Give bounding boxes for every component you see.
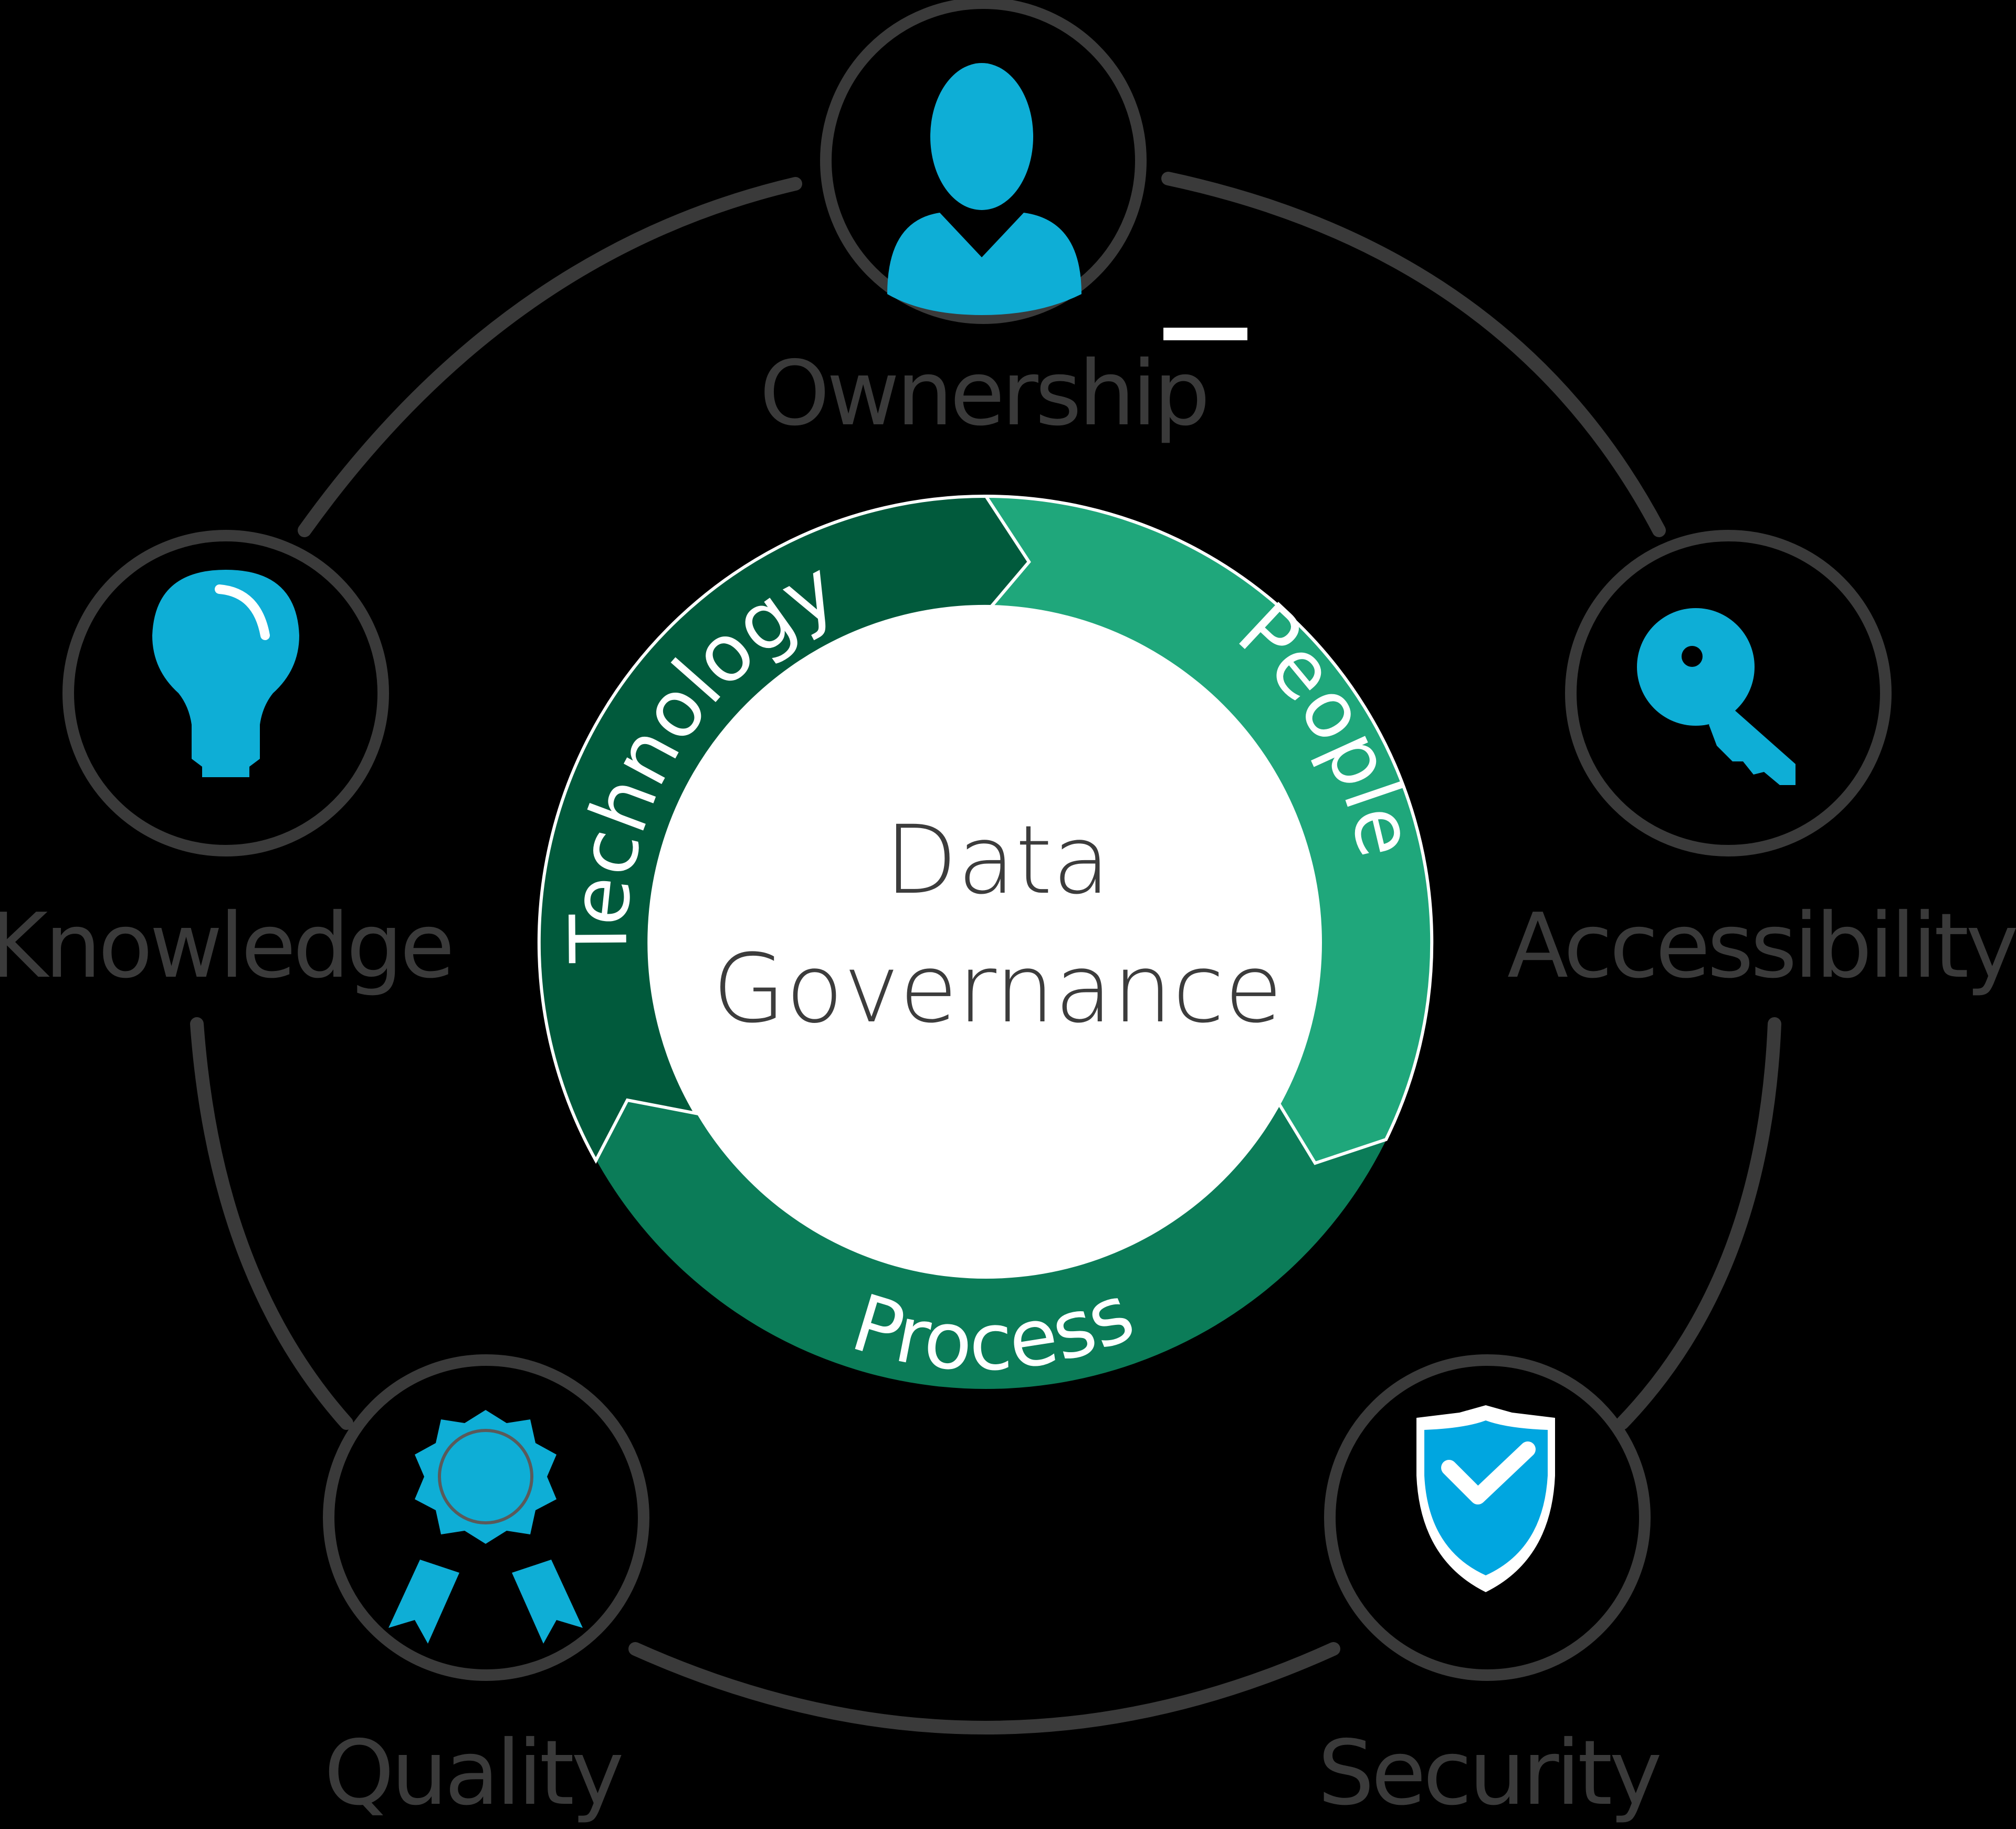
node-ownership-ring (820, 0, 1147, 324)
ring-segment-technology (537, 494, 1031, 1164)
center-title-line1: Data (885, 806, 1110, 915)
white-dash-marker (1163, 328, 1247, 340)
arc-ownership-accessibility (1161, 172, 1666, 537)
node-security-ring (1324, 1354, 1651, 1681)
node-ownership-label: Ownership (760, 342, 1208, 446)
node-knowledge-label: Knowledge (0, 894, 452, 998)
connector-arcs (190, 172, 1781, 1734)
person-icon (887, 63, 1082, 315)
arc-quality-knowledge (190, 1017, 353, 1430)
arc-accessibility-security (1615, 1017, 1781, 1430)
node-quality-ring (323, 1354, 649, 1681)
node-quality-label: Quality (324, 1721, 622, 1825)
node-knowledge-ring (62, 530, 389, 856)
node-quality: Quality (323, 1354, 649, 1825)
node-security: Security (1318, 1354, 1663, 1825)
award-ribbon-icon (388, 1410, 583, 1644)
node-security-label: Security (1318, 1721, 1660, 1825)
key-icon (1637, 608, 1796, 785)
node-accessibility-label: Accessibility (1507, 894, 2016, 998)
node-accessibility: Accessibility (1507, 530, 2016, 998)
center-disk (650, 607, 1322, 1279)
lightbulb-icon (152, 570, 299, 777)
shield-check-icon (1416, 1405, 1555, 1592)
arc-knowledge-ownership (298, 177, 802, 537)
governance-cycle: Technology People Process Data Governanc… (537, 494, 1434, 1389)
node-knowledge: Knowledge (0, 530, 455, 998)
node-ownership: Ownership (760, 0, 1247, 446)
center-title-line2: Governance (712, 934, 1283, 1044)
arc-security-quality (628, 1642, 1340, 1734)
node-accessibility-ring (1565, 530, 1892, 856)
